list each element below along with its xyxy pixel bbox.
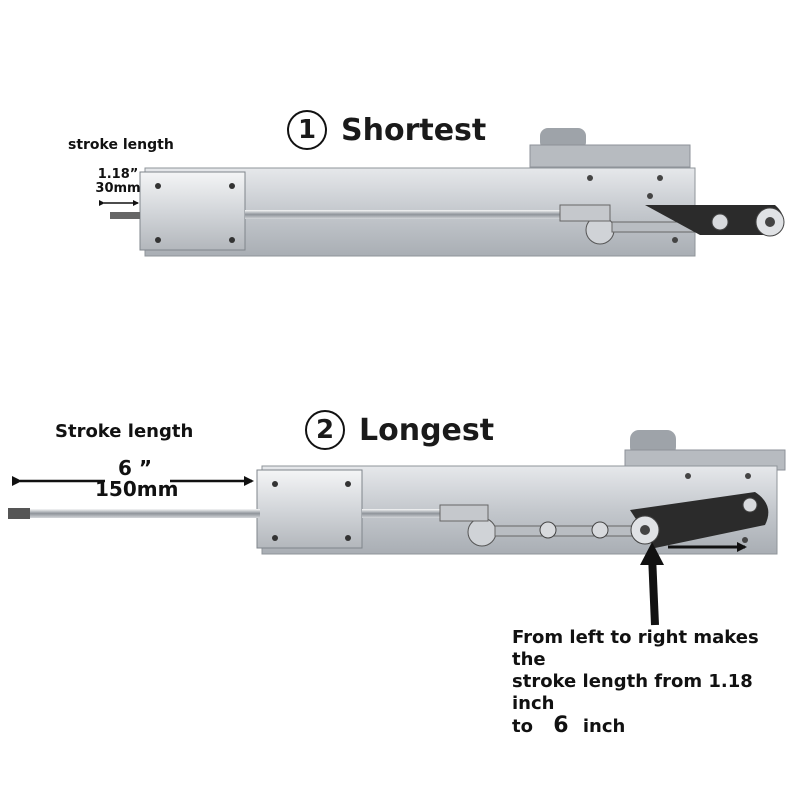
pointer-arrow-head xyxy=(640,542,664,565)
dimension-inch: 1.18” xyxy=(97,167,139,182)
actuator-longest xyxy=(8,430,786,555)
adjustment-caption: From left to right makes the stroke leng… xyxy=(512,627,797,738)
section-heading-shortest: 1 Shortest xyxy=(287,110,486,150)
stroke-length-label: Stroke length xyxy=(55,421,194,442)
caption-value: 6 xyxy=(553,713,569,738)
crank-arm xyxy=(630,492,769,548)
piston-rod xyxy=(245,210,565,219)
dimension-inch: 6 ” xyxy=(117,456,153,480)
caption-line-3: to 6 inch xyxy=(512,715,797,738)
caption-line-2: stroke length from 1.18 inch xyxy=(512,671,753,714)
pointer-arrow-shaft xyxy=(648,554,659,626)
rod-tip xyxy=(8,508,30,519)
dimension-mm: 150mm xyxy=(95,477,179,501)
stroke-dimension-short: 1.18” 30mm xyxy=(92,168,144,195)
actuator-shortest xyxy=(110,128,785,257)
caption-to: to xyxy=(512,716,533,737)
dimension-mm: 30mm xyxy=(95,180,141,196)
section-heading-longest: 2 Longest xyxy=(305,410,494,450)
section-title: Longest xyxy=(359,412,495,448)
section-title: Shortest xyxy=(341,112,487,148)
caption-unit: inch xyxy=(582,716,626,737)
piston-rod-extended xyxy=(28,509,260,518)
motor-bracket xyxy=(529,144,691,168)
step-number-badge: 2 xyxy=(305,410,345,450)
rod-tip xyxy=(110,212,140,219)
caption-line-1: From left to right makes the xyxy=(512,627,759,670)
step-number-badge: 1 xyxy=(287,110,327,150)
stroke-length-label: stroke length xyxy=(68,137,174,153)
stroke-dimension-long: 6 ” 150mm xyxy=(95,456,179,501)
link-rod xyxy=(494,525,646,537)
